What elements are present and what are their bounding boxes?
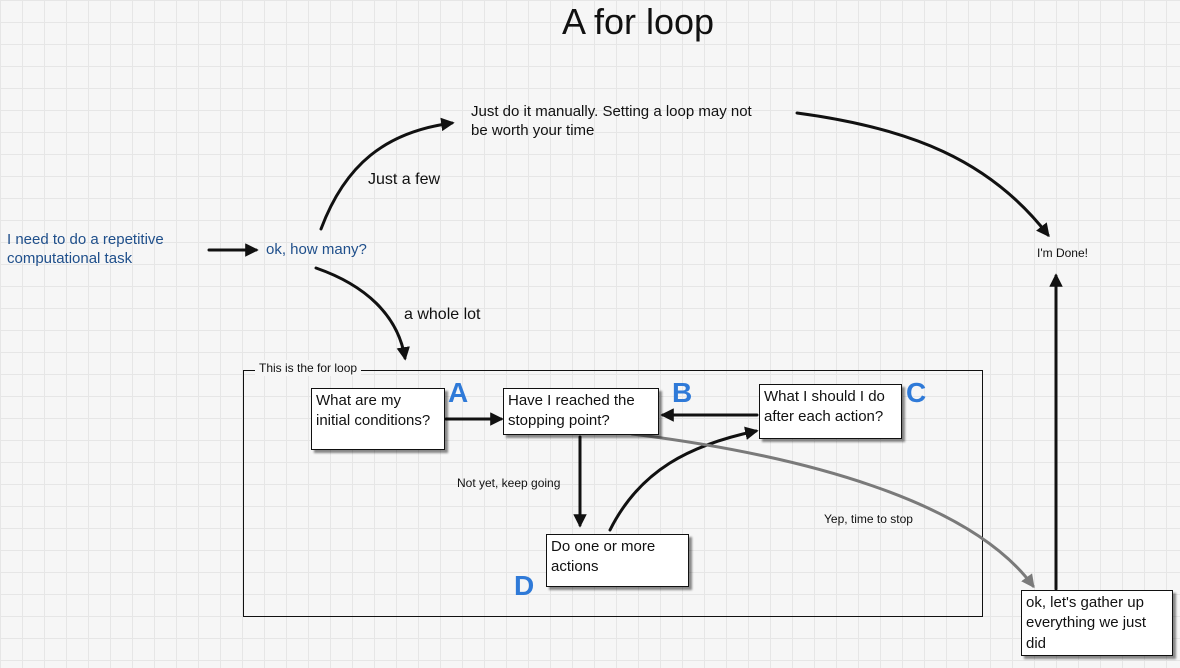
arrow-question-to-loop <box>314 266 410 361</box>
start-text-line2: computational task <box>7 249 133 267</box>
manual-text-line1: Just do it manually. Setting a loop may … <box>471 103 752 120</box>
label-whole-lot: a whole lot <box>404 306 481 323</box>
manual-node: Just do it manually. Setting a loop may … <box>471 103 752 141</box>
start-text-line1: I need to do a repetitive <box>7 231 164 248</box>
box-actions-line1: Do one or more <box>551 538 656 555</box>
box-actions: Do one or more actions <box>546 534 689 587</box>
box-stopping-line1: Have I reached the <box>508 392 635 409</box>
box-after-line1: What I should I do <box>764 388 885 405</box>
label-just-a-few: Just a few <box>368 171 441 188</box>
box-initial-line1: What are my <box>316 392 402 409</box>
diagram-title: A for loop <box>561 1 715 42</box>
question-node: ok, how many? <box>266 241 367 258</box>
box-gather-line1: ok, let's gather up <box>1026 594 1144 611</box>
box-actions-line2: actions <box>551 558 599 576</box>
start-node: I need to do a repetitive computational … <box>7 231 164 269</box>
arrow-manual-to-done <box>795 111 1050 238</box>
box-after-action: What I should I do after each action? <box>759 384 902 439</box>
arrow-stop-to-gather <box>630 432 1035 589</box>
for-loop-frame-label: This is the for loop <box>255 360 362 376</box>
letter-d: D <box>514 570 535 601</box>
box-gather: ok, let's gather up everything we just d… <box>1021 590 1173 656</box>
letter-c: C <box>906 377 927 408</box>
box-gather-line2: everything we just <box>1026 614 1147 632</box>
box-after-line2: after each action? <box>764 408 884 426</box>
box-gather-line3: did <box>1026 634 1047 652</box>
box-initial-conditions: What are my initial conditions? <box>311 388 445 450</box>
label-yep-stop: Yep, time to stop <box>824 512 913 526</box>
arrow-question-to-manual <box>319 117 455 231</box>
box-initial-line2: initial conditions? <box>316 412 431 430</box>
manual-text-line2: be worth your time <box>471 121 595 139</box>
done-node: I'm Done! <box>1037 246 1088 260</box>
box-stopping-point: Have I reached the stopping point? <box>503 388 659 435</box>
label-not-yet: Not yet, keep going <box>457 476 561 490</box>
box-stopping-line2: stopping point? <box>508 412 610 430</box>
arrow-actions-to-after <box>608 426 759 532</box>
for-loop-frame <box>243 370 983 617</box>
letter-a: A <box>448 377 469 408</box>
letter-b: B <box>672 377 693 408</box>
